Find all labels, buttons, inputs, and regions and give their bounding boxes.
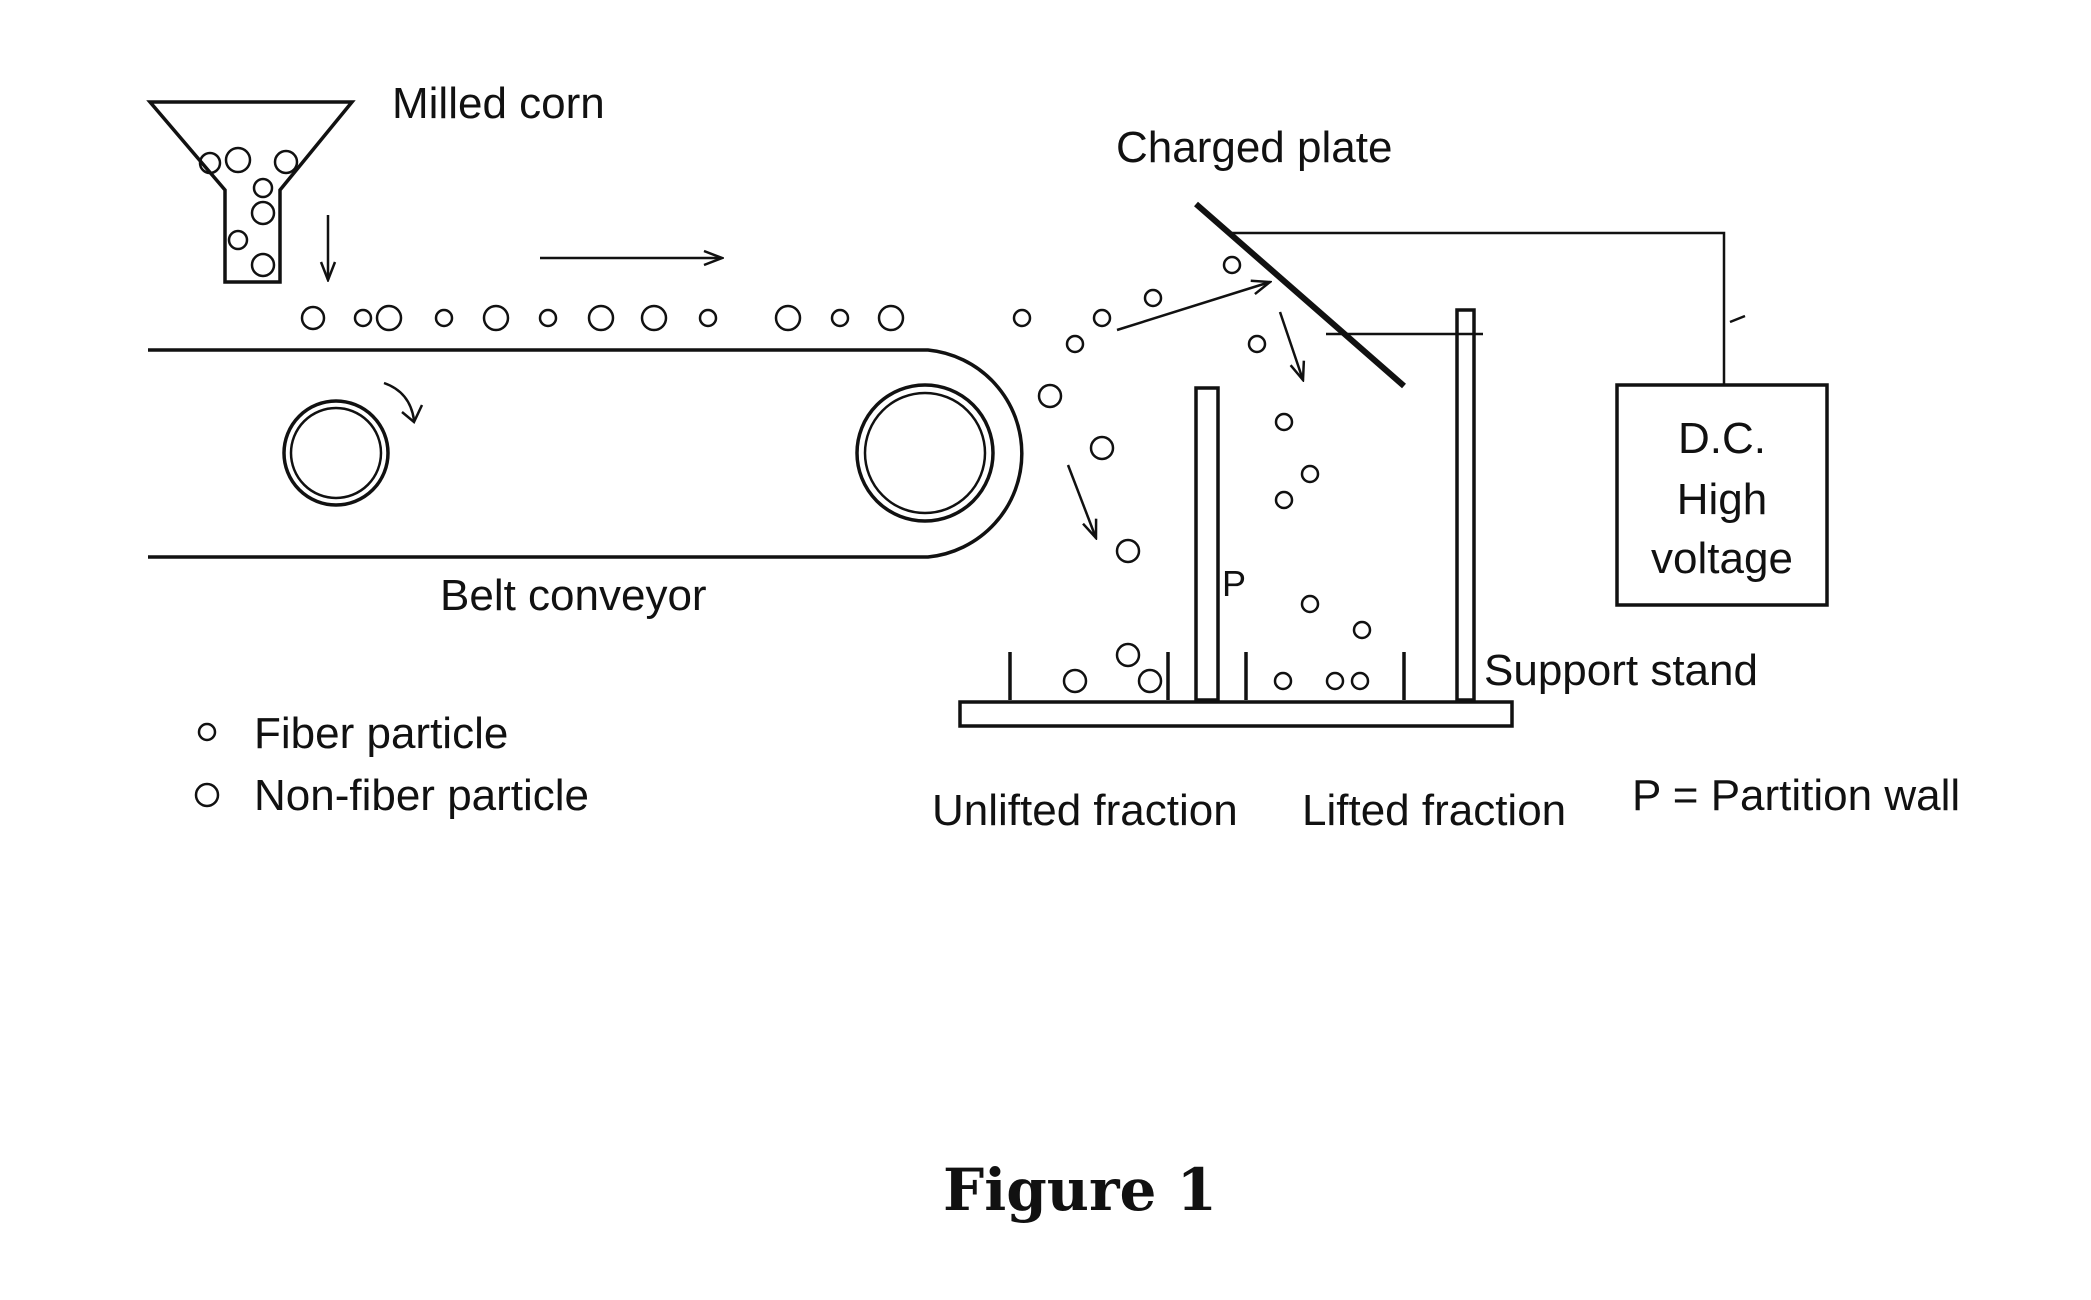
partition-wall-note: P = Partition wall [1632, 771, 1960, 820]
support-stand-label: Support stand [1484, 646, 1758, 695]
fall-trajectory-arrow [1068, 465, 1096, 538]
belt-conveyor-label: Belt conveyor [440, 571, 707, 620]
non-fiber-particle-legend-icon [196, 784, 218, 806]
dc-line2: High [1677, 475, 1768, 524]
partition-p-label: P [1222, 563, 1246, 604]
stray-mark [1730, 316, 1745, 322]
legend: Fiber particle Non-fiber particle [196, 709, 589, 820]
dc-line1: D.C. [1678, 414, 1766, 463]
lifted-fraction-label: Lifted fraction [1302, 786, 1566, 835]
non-fiber-particle-legend-label: Non-fiber particle [254, 771, 589, 820]
belt-conveyor [148, 350, 1022, 557]
high-voltage-wire [1232, 233, 1724, 386]
hopper [150, 102, 352, 282]
lift-trajectory-arrow [1117, 282, 1270, 330]
fiber-particle-legend-icon [199, 724, 215, 740]
unlifted-fraction-label: Unlifted fraction [932, 786, 1238, 835]
fiber-particle-legend-label: Fiber particle [254, 709, 508, 758]
collection-stand [960, 310, 1512, 726]
figure-caption: Figure 1 [943, 1156, 1217, 1224]
belt-particles [302, 306, 903, 330]
dc-line3: voltage [1651, 534, 1793, 583]
falling-particles [1014, 257, 1370, 638]
lifted-fall-arrow [1280, 312, 1303, 380]
milled-corn-label: Milled corn [392, 79, 605, 128]
charged-plate-label: Charged plate [1116, 123, 1392, 172]
